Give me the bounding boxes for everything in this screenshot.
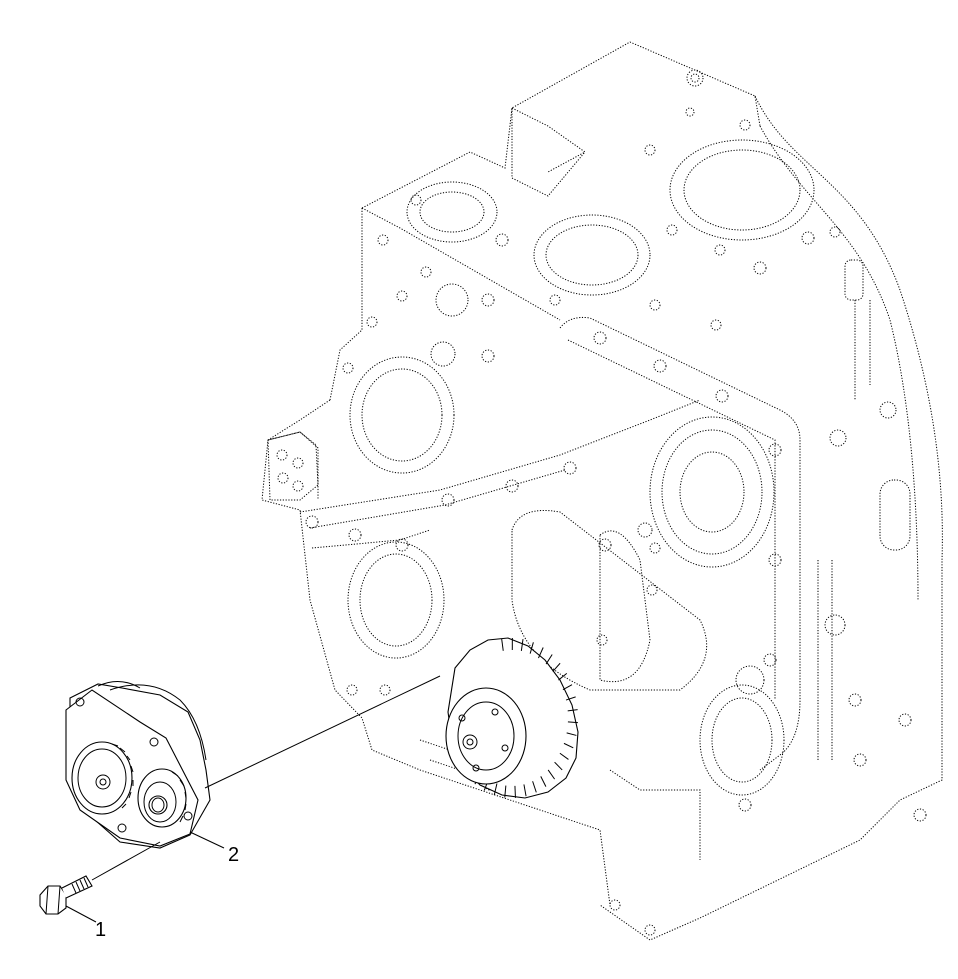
gear-tooth: [529, 642, 534, 654]
oil-pump: [65, 681, 211, 849]
gear-tooth: [493, 783, 498, 796]
gear-tooth: [504, 785, 507, 798]
gear-tooth: [547, 769, 556, 780]
gear-tooth: [562, 684, 573, 691]
gear-tooth: [566, 732, 577, 736]
gear-tooth: [538, 647, 544, 659]
gear-tooth: [523, 784, 527, 797]
gear-tooth: [520, 639, 524, 652]
leader-lines: [65, 675, 441, 923]
gear-tooth: [501, 638, 504, 651]
engine-block: [261, 41, 943, 941]
callout-2: 2: [228, 844, 240, 866]
gear-tooth: [552, 662, 561, 672]
gear-tooth: [558, 672, 568, 681]
drive-gear: [445, 637, 579, 799]
gear-tooth: [554, 761, 563, 771]
bolt: [39, 875, 93, 915]
gear-tooth: [540, 776, 547, 787]
gear-tooth: [532, 781, 537, 793]
callout-1: 1: [95, 919, 107, 941]
gear-tooth: [563, 742, 574, 749]
gear-tooth: [514, 785, 516, 798]
gear-tooth: [565, 696, 576, 701]
gear-tooth: [559, 752, 569, 760]
gear-tooth: [567, 709, 578, 712]
gear-tooth: [567, 721, 578, 724]
gear-tooth: [545, 654, 553, 665]
